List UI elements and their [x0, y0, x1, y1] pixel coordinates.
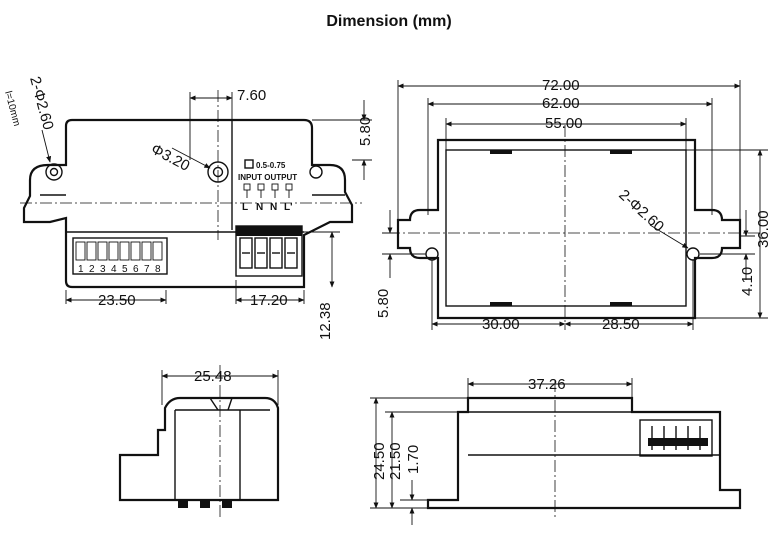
- terminal-label: N: [270, 202, 277, 213]
- dim-12-38: 12.38: [317, 302, 334, 340]
- dip-number: 1: [78, 264, 84, 275]
- dip-number: 6: [133, 264, 139, 275]
- dip-number: 4: [111, 264, 117, 275]
- mount-hole-right: [686, 247, 700, 261]
- terminal-label: N: [256, 202, 263, 213]
- dim-4-10: 4.10: [739, 267, 756, 296]
- dim-36-00: 36.00: [755, 210, 772, 248]
- dim-hole-3-20: Φ3.20: [148, 141, 192, 175]
- dip-switches: [75, 241, 163, 261]
- dim-7-60: 7.60: [237, 87, 266, 104]
- dim-25-48: 25.48: [194, 368, 232, 385]
- dim-28-50: 28.50: [602, 316, 640, 333]
- side-profile: [118, 396, 280, 502]
- terminal-label: L: [242, 202, 248, 213]
- dim-hole-length: l=10mm: [2, 90, 22, 127]
- top-right-view: 72.00 62.00 55.00 36.00 4.10 5.80 2-Φ2.6…: [375, 77, 772, 333]
- dim-21-50: 21.50: [387, 442, 404, 480]
- terminal-label: L': [284, 202, 293, 213]
- dip-number: 7: [144, 264, 150, 275]
- dim-17-20: 17.20: [250, 292, 288, 309]
- dim-30-00: 30.00: [482, 316, 520, 333]
- dim-37-26: 37.26: [528, 376, 566, 393]
- body-outline: [22, 118, 354, 289]
- inner-housing: [445, 149, 687, 307]
- dim-hole-right: 2-Φ2.60: [615, 186, 667, 235]
- dim-23-50: 23.50: [98, 292, 136, 309]
- dim-24-50: 24.50: [371, 442, 388, 480]
- dim-1-70: 1.70: [405, 445, 422, 474]
- terminal-screws: [239, 237, 298, 269]
- dim-5-80-right: 5.80: [375, 289, 392, 318]
- dim-55-00: 55.00: [545, 115, 583, 132]
- plate-outline: [396, 138, 742, 320]
- dip-number: 5: [122, 264, 128, 275]
- dip-number: 3: [100, 264, 106, 275]
- dim-62-00: 62.00: [542, 95, 580, 112]
- front-profile: [426, 396, 742, 510]
- bottom-left-view: 25.48: [118, 365, 280, 520]
- dim-hole-2-60: 2-Φ2.60: [26, 75, 57, 132]
- dip-number: 2: [89, 264, 95, 275]
- bottom-right-view: 37.26 24.50 21.50 1.70: [370, 376, 742, 525]
- dim-72-00: 72.00: [542, 77, 580, 94]
- drawing-title: Dimension (mm): [326, 13, 451, 30]
- wire-spec: 0.5-0.75: [256, 161, 286, 170]
- dim-5-80-left: 5.80: [357, 117, 374, 146]
- side-terminal: [639, 419, 713, 457]
- terminal-header: INPUT OUTPUT: [238, 173, 297, 182]
- top-left-view: 1 2 3 4 5 6 7 8 0.5-0.75 INPUT OUTPUT L …: [2, 75, 374, 340]
- dip-number: 8: [155, 264, 161, 275]
